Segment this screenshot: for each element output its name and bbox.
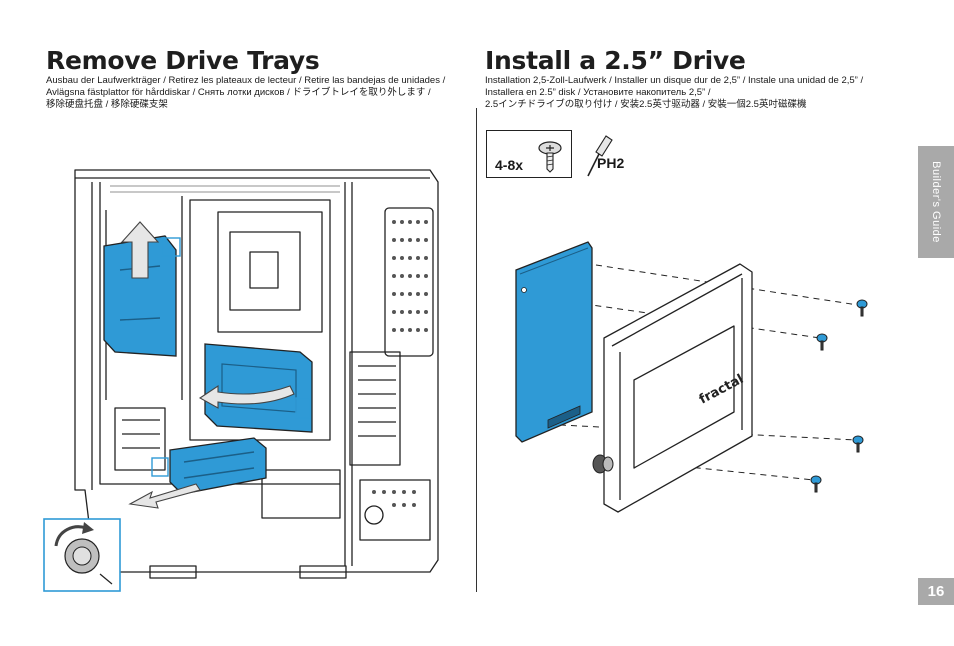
subtitle-line: Avlägsna fästplattor för hårddiskar / Сн…: [46, 87, 431, 98]
screw-quantity: 4-8x: [495, 157, 524, 173]
page-title-install-drive: Install a 2.5” Drive: [485, 46, 746, 75]
screwdriver-icon: [587, 135, 613, 177]
page-title-remove-drive-trays: Remove Drive Trays: [46, 46, 320, 75]
subtitle-install-drive: Installation 2,5-Zoll-Laufwerk / Install…: [485, 75, 863, 111]
subtitle-line: Ausbau der Laufwerkträger / Retirez les …: [46, 75, 446, 86]
subtitle-line: Installation 2,5-Zoll-Laufwerk / Install…: [485, 75, 864, 86]
subtitle-remove-drive-trays: Ausbau der Laufwerkträger / Retirez les …: [46, 75, 445, 111]
page-number: 16: [918, 578, 954, 605]
builders-guide-tab: Builder's Guide: [918, 146, 954, 258]
drive-tray-upper: [103, 235, 177, 357]
subtitle-line: Installera en 2.5” disk / Установите нак…: [485, 87, 711, 98]
subtitle-line: 移除硬盘托盘 / 移除硬碟支架: [46, 99, 168, 110]
mounting-screws: [810, 299, 868, 493]
screw-spec-box: 4-8x: [486, 130, 572, 178]
drive-tray-lower: [169, 437, 267, 495]
screw-icon: [538, 141, 562, 173]
tool-label: PH2: [597, 155, 625, 171]
column-divider: [476, 108, 477, 592]
thumbscrew-detail-inset: [43, 518, 121, 592]
subtitle-line: 2.5インチドライブの取り付け / 安装2.5英寸驱动器 / 安裝一個2.5英吋…: [485, 99, 807, 110]
ssd-drive: [515, 241, 593, 443]
